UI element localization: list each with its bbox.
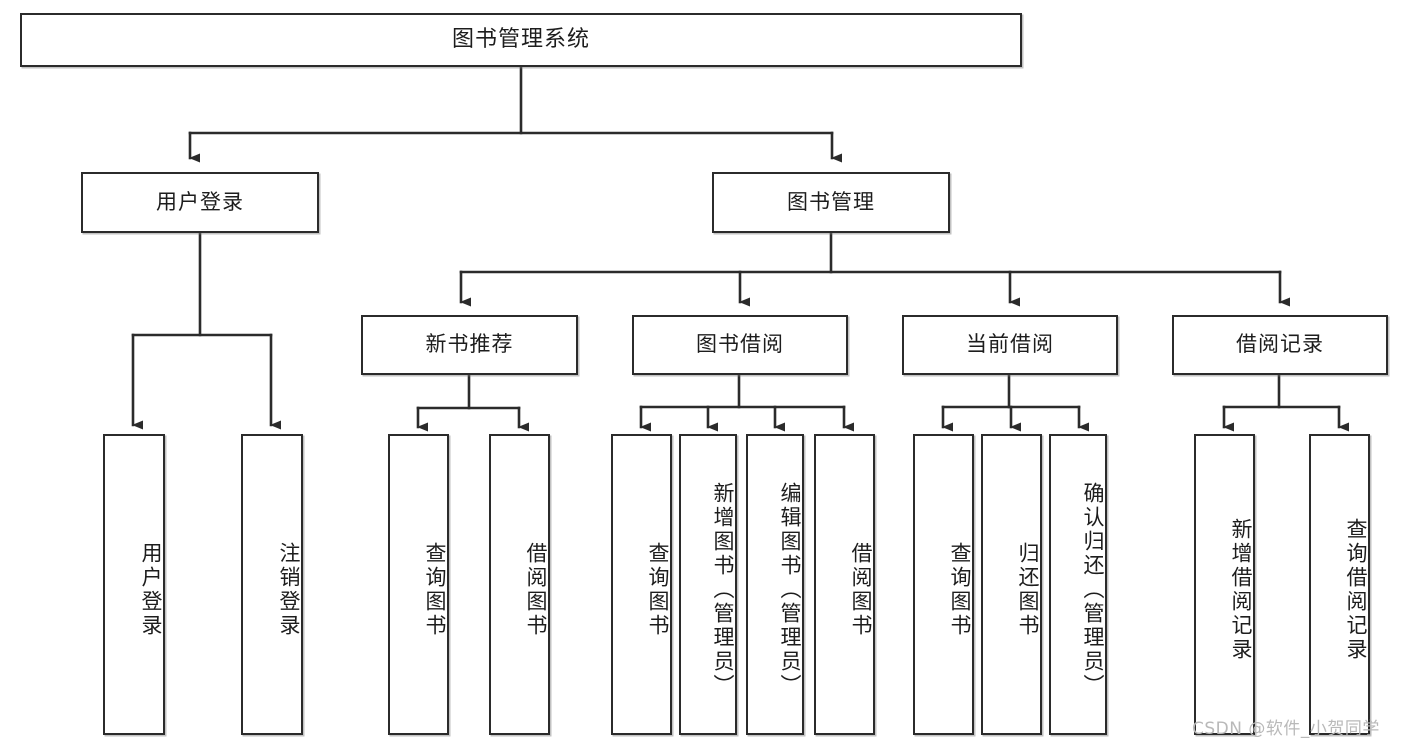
node-root[interactable]: 图书管理系统 [20,13,1022,67]
csdn-watermark: CSDN @软件_小贺同学 [1192,719,1380,739]
node-borrow-record[interactable]: 借阅记录 [1172,315,1388,375]
leaf-borrow-book-borrow[interactable]: 借阅图书 [814,434,875,735]
leaf-confirm-return-admin[interactable]: 确认归还（管理员） [1049,434,1107,735]
node-book-management[interactable]: 图书管理 [712,172,950,233]
leaf-edit-book-admin[interactable]: 编辑图书（管理员） [746,434,804,735]
node-user-login[interactable]: 用户登录 [81,172,319,233]
node-book-borrow[interactable]: 图书借阅 [632,315,848,375]
leaf-query-book-borrow[interactable]: 查询图书 [611,434,672,735]
leaf-borrow-book-recommend[interactable]: 借阅图书 [489,434,550,735]
leaf-user-login[interactable]: 用户登录 [103,434,165,735]
leaf-query-borrow-record[interactable]: 查询借阅记录 [1309,434,1370,735]
node-new-book-recommend[interactable]: 新书推荐 [361,315,578,375]
leaf-add-borrow-record[interactable]: 新增借阅记录 [1194,434,1255,735]
leaf-return-book[interactable]: 归还图书 [981,434,1042,735]
leaf-query-book-current[interactable]: 查询图书 [913,434,974,735]
leaf-logout-login[interactable]: 注销登录 [241,434,303,735]
node-current-borrow[interactable]: 当前借阅 [902,315,1118,375]
leaf-query-book-recommend[interactable]: 查询图书 [388,434,449,735]
leaf-add-book-admin[interactable]: 新增图书（管理员） [679,434,737,735]
